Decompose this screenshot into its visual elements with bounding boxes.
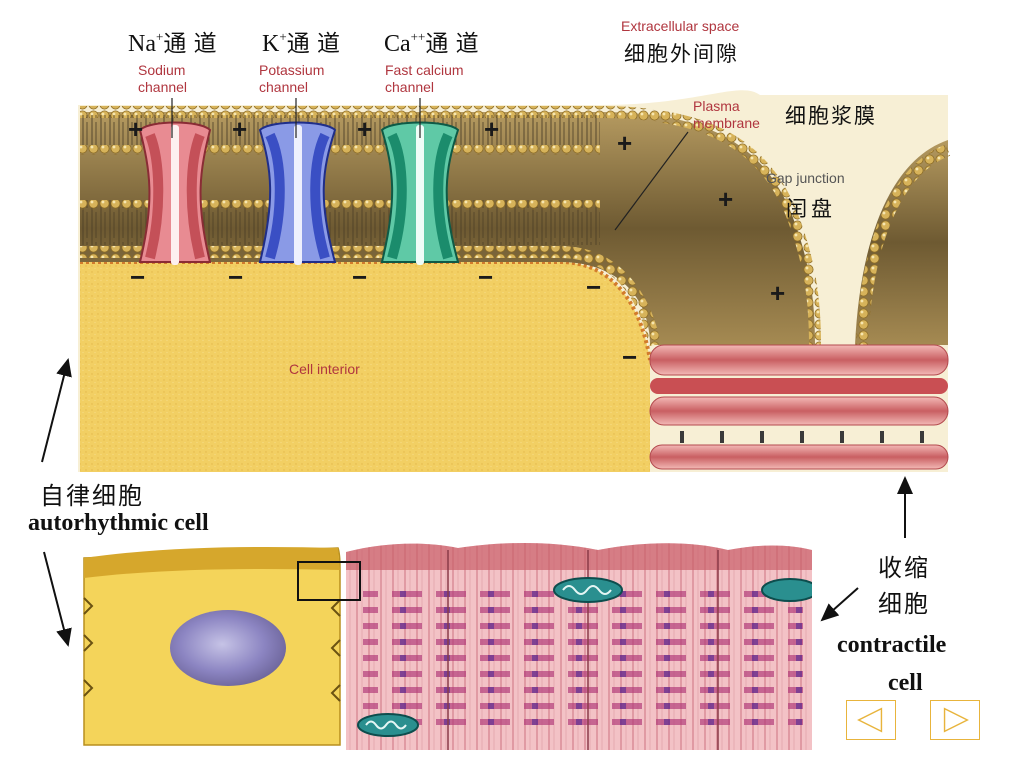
minus-sign: − <box>130 262 146 292</box>
plasma-membrane-cn-label: 细胞浆膜 <box>785 104 877 128</box>
cytoplasm <box>80 262 650 472</box>
contractile-en-label-1: contractile <box>837 632 947 658</box>
autorhythmic-en-label: autorhythmic cell <box>28 510 209 536</box>
sodium-channel-title: Na+通 道 <box>128 29 217 57</box>
potassium-channel-shape <box>258 121 337 265</box>
minus-sign: − <box>352 262 368 292</box>
plus-sign: + <box>617 128 633 158</box>
autorhythmic-cn-label: 自律细胞 <box>40 482 144 510</box>
gap-junction-label: Gap junction <box>766 170 845 186</box>
plus-sign: + <box>357 114 373 144</box>
next-slide-button[interactable] <box>930 700 980 740</box>
plus-sign: + <box>232 114 248 144</box>
minus-sign: − <box>478 262 494 292</box>
prev-slide-button[interactable] <box>846 700 896 740</box>
potassium-channel-title: K+通 道 <box>262 29 340 57</box>
contractile-en-label-2: cell <box>888 670 923 696</box>
gap-junction-discs <box>649 344 949 470</box>
minus-sign: − <box>228 262 244 292</box>
arrow-to-contractile-cell <box>820 587 859 622</box>
sodium-channel-shape <box>138 121 212 265</box>
plus-sign: + <box>484 114 500 144</box>
arrow-to-bottom-cell <box>43 551 72 647</box>
junction-highlight-box <box>297 561 361 601</box>
plus-sign: + <box>770 278 786 308</box>
minus-sign: − <box>622 342 638 372</box>
autorhythmic-cell-shape <box>83 547 341 746</box>
triangle-right-icon <box>943 707 969 733</box>
gap-junction-cn-label: 闰盘 <box>786 197 836 221</box>
contractile-cells-shape <box>346 543 812 750</box>
extracellular-cn-label: 细胞外间隙 <box>624 42 739 66</box>
contractile-cn-label-1: 收缩 <box>878 554 930 582</box>
membrane-leader <box>614 131 689 231</box>
calcium-channel-shape <box>380 121 460 265</box>
extracellular-label: Extracellular space <box>621 18 740 34</box>
cell-interior-label: Cell interior <box>289 361 360 377</box>
plus-sign: + <box>128 114 144 144</box>
minus-sign: − <box>586 272 602 302</box>
contractile-cn-label-2: 细胞 <box>878 590 930 618</box>
neighbour-membrane <box>855 140 948 345</box>
membrane-diagram <box>78 90 951 472</box>
calcium-channel-title: Ca++通 道 <box>384 29 479 57</box>
cell-strip-diagram <box>83 543 812 750</box>
plus-sign: + <box>718 184 734 214</box>
triangle-left-icon <box>857 707 883 733</box>
